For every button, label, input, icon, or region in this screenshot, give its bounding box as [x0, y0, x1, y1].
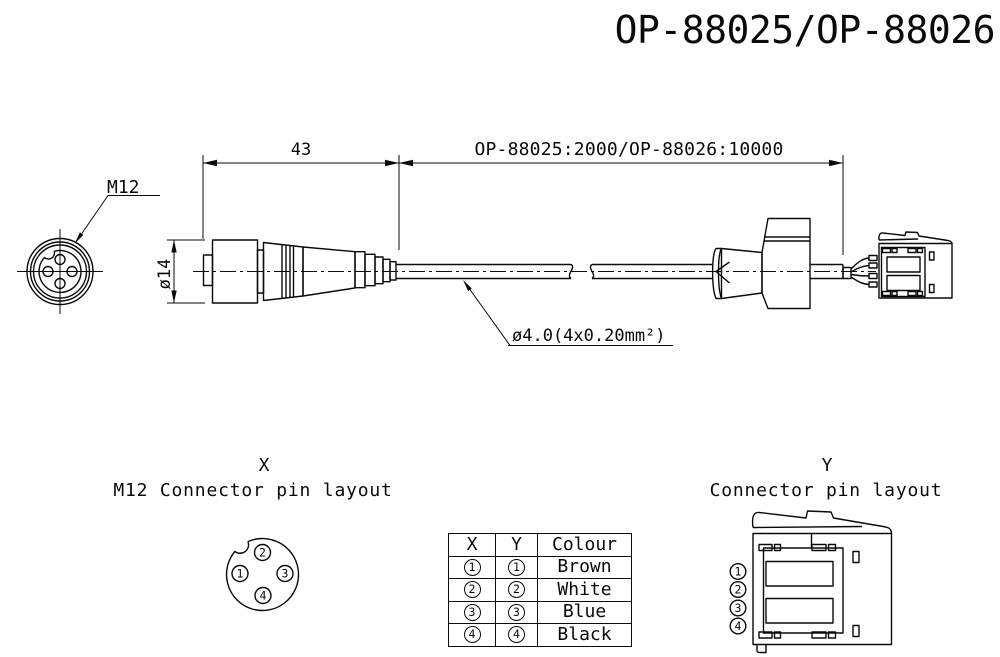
cable [396, 263, 712, 280]
wire-colour: Black [537, 623, 632, 647]
m12-side-view [202, 239, 397, 304]
cable-spec-label: ø4.0(4x0.20mm²) [512, 326, 666, 346]
pin-number: 2 [259, 546, 266, 560]
pin-number: 1 [735, 565, 742, 579]
end-connector-side-view [878, 231, 953, 299]
pin-layout-y-diagram: 1 2 3 4 [729, 510, 893, 654]
pin-layout-y-title: Y [821, 455, 833, 476]
dim-text-connector-length: 43 [290, 140, 312, 160]
keyed-inner-ring [38, 249, 82, 294]
pin-number: 2 [463, 581, 481, 599]
dimension-diameter-14 [167, 239, 205, 304]
table-row: 3 3 Blue [448, 600, 632, 624]
m12-leader-line [74, 195, 160, 244]
strain-relief-boot [711, 217, 844, 310]
wire-colour: White [537, 578, 632, 602]
pin-layout-x-title: X [258, 455, 270, 476]
table-header-x: X [448, 533, 496, 557]
pin-number: 4 [735, 619, 742, 633]
pin-number: 4 [463, 626, 481, 644]
pin-number: 1 [508, 558, 525, 576]
dimension-cable-length [399, 155, 844, 255]
wiring-table: X Y Colour 1 1 Brown 2 2 White 3 3 Blue … [448, 533, 632, 647]
pin-layout-x-subtitle: M12 Connector pin layout [113, 480, 393, 501]
pin-number: 1 [237, 567, 244, 581]
wire-colour: Blue [537, 600, 632, 624]
dim-text-cable-length: OP-88025:2000/OP-88026:10000 [474, 139, 784, 160]
pin-number: 4 [260, 589, 267, 603]
pin-number: 2 [508, 581, 525, 599]
pin-layout-y-subtitle: Connector pin layout [709, 480, 943, 501]
dim-text-diameter: ø14 [155, 258, 175, 290]
table-header-row: X Y Colour [448, 533, 632, 557]
m12-thread-label: M12 [107, 177, 140, 198]
table-row: 2 2 White [448, 578, 632, 602]
pin-number: 3 [282, 567, 289, 581]
wires [842, 254, 878, 288]
table-header-colour: Colour [537, 533, 632, 557]
drawing-title: OP-88025/OP-88026 [614, 8, 996, 52]
pin-number: 3 [463, 603, 481, 621]
pin-number: 1 [463, 558, 481, 576]
table-row: 4 4 Black [448, 623, 632, 647]
m12-face-circle [225, 537, 300, 612]
wire-colour: Brown [537, 555, 632, 579]
m12-front-view [17, 229, 103, 314]
table-header-y: Y [495, 533, 538, 557]
pin-number: 3 [508, 603, 525, 621]
pin-number: 4 [508, 626, 525, 644]
dimension-43 [202, 155, 400, 250]
pin-number: 2 [735, 583, 742, 597]
pin-layout-x-diagram: 2 1 3 4 [225, 537, 300, 612]
table-row: 1 1 Brown [448, 555, 632, 579]
cable-spec-leader [463, 280, 673, 346]
pin-number: 3 [735, 601, 742, 615]
